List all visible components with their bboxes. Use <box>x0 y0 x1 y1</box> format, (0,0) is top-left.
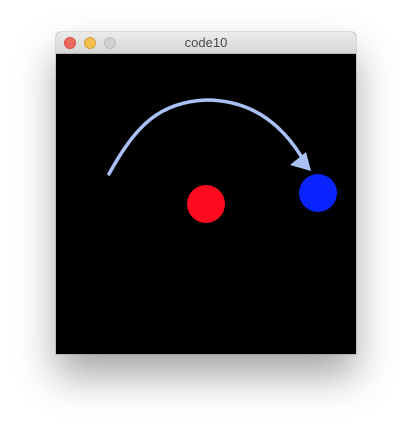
curved-arrow-line <box>107 98 303 176</box>
zoom-button[interactable] <box>104 37 116 49</box>
sketch-drawing <box>107 98 337 223</box>
title-bar[interactable]: code10 <box>56 32 356 54</box>
window-title: code10 <box>184 35 228 50</box>
app-window: code10 <box>56 32 356 354</box>
curved-arrow-head <box>290 152 311 171</box>
close-button[interactable] <box>64 37 76 49</box>
minimize-button[interactable] <box>84 37 96 49</box>
blue-circle <box>299 174 337 212</box>
sketch-canvas[interactable] <box>56 54 356 354</box>
red-circle <box>187 185 225 223</box>
